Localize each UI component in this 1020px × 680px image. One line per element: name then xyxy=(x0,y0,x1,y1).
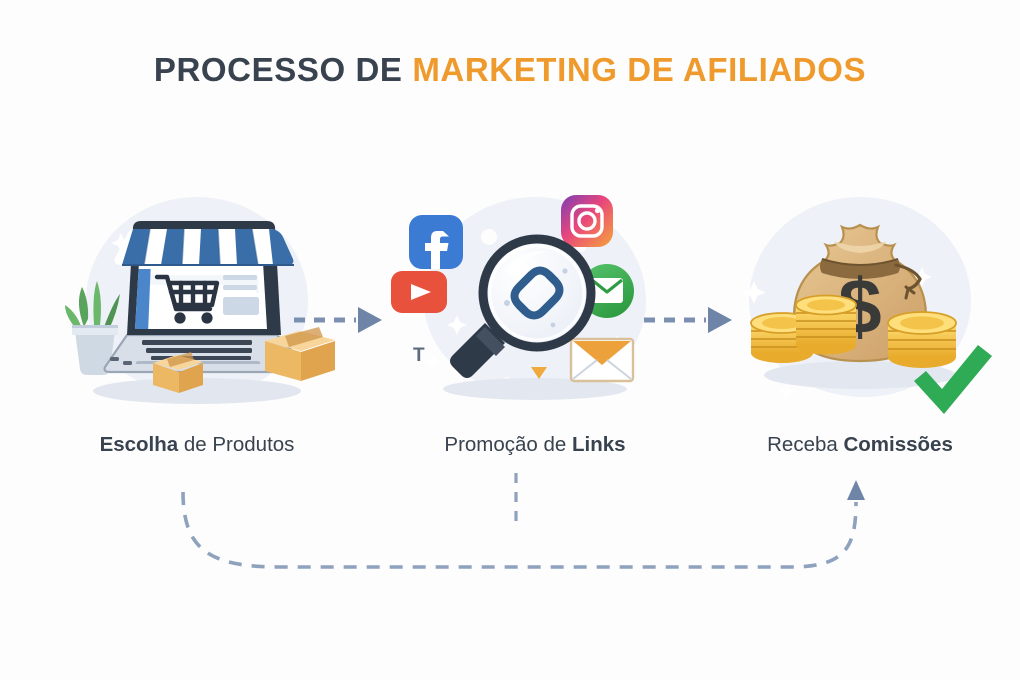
step-1-choose-products[interactable]: Escolha de Produtos xyxy=(47,185,347,458)
svg-text:T: T xyxy=(413,345,425,366)
step-2-illustration: T xyxy=(385,185,685,425)
tiktok-t-icon: T xyxy=(413,345,425,366)
step-2-caption-regular: Promoção de xyxy=(444,433,573,456)
page-title-container: PROCESSO DE MARKETING DE AFILIADOS xyxy=(0,51,1020,88)
step-2-caption-bold: Links xyxy=(572,433,626,456)
coin-stack-right xyxy=(887,311,957,368)
arrow-step1-to-step2 xyxy=(290,302,400,338)
page-title: PROCESSO DE MARKETING DE AFILIADOS xyxy=(0,51,1020,88)
step-1-illustration xyxy=(47,185,347,425)
youtube-icon xyxy=(391,271,447,313)
step-1-caption-regular: de Produtos xyxy=(178,433,295,456)
link-icon xyxy=(510,266,564,320)
laptop-storefront-icon xyxy=(65,221,335,404)
parcel-box-icon xyxy=(153,327,335,393)
facebook-icon xyxy=(409,215,463,269)
storefront-screen xyxy=(135,269,259,329)
storefront-awning-icon xyxy=(114,228,294,266)
magnifier-icon xyxy=(450,234,596,378)
step-3-receive-commissions[interactable]: $ xyxy=(710,185,1010,458)
step-2-caption: Promoção de Links xyxy=(385,433,685,458)
money-bag-icon: $ xyxy=(742,223,992,414)
step-3-caption-bold: Comissões xyxy=(843,433,953,456)
orange-triangle-accent xyxy=(531,367,547,379)
step-3-illustration: $ xyxy=(710,185,1010,425)
step-2-promote-links[interactable]: T xyxy=(385,185,685,458)
loop-arrowhead-icon xyxy=(847,480,865,500)
step-1-caption: Escolha de Produtos xyxy=(47,433,347,458)
potted-plant-icon xyxy=(65,281,120,375)
page-title-accent-part: MARKETING DE AFILIADOS xyxy=(412,51,867,88)
coin-stack-icon xyxy=(750,294,857,363)
envelope-icon xyxy=(569,337,635,383)
shopping-cart-icon xyxy=(154,274,220,312)
instagram-icon xyxy=(561,195,613,247)
loop-curve xyxy=(181,491,858,569)
magnifier-social-icon: T xyxy=(391,195,635,400)
repeat-cycle-loop xyxy=(0,470,1020,610)
green-check-icon xyxy=(914,345,992,414)
step-3-caption: Receba Comissões xyxy=(710,433,1010,458)
step-3-caption-regular: Receba xyxy=(767,433,844,456)
steps-row: Escolha de Produtos xyxy=(0,185,1020,485)
step-1-caption-bold: Escolha xyxy=(99,433,179,456)
page-title-dark-part: PROCESSO DE xyxy=(153,51,413,88)
arrow-step2-to-step3 xyxy=(640,302,750,338)
